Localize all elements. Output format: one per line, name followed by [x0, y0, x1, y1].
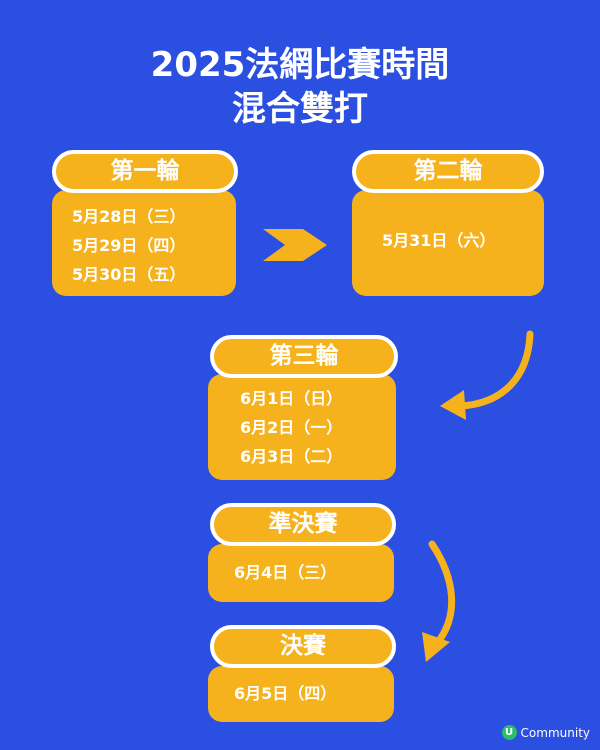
round-2-date-1: 5月31日（六） [382, 231, 496, 250]
round-3-date-1: 6月1日（日） [240, 389, 343, 408]
round-3-dates-box: 6月1日（日） 6月2日（一） 6月3日（二） [208, 374, 396, 480]
semifinal-dates-box: 6月4日（三） [208, 544, 394, 602]
final-date-1: 6月5日（四） [234, 684, 337, 703]
round-1-date-1: 5月28日（三） [72, 207, 186, 226]
round-1-dates-box: 5月28日（三） 5月29日（四） 5月30日（五） [52, 190, 236, 296]
semifinal-date-1: 6月4日（三） [234, 563, 337, 582]
final-label: 決賽 [210, 625, 396, 668]
logo-text: Community [520, 725, 590, 740]
chevron-right-icon [263, 229, 327, 261]
round-2-dates-box: 5月31日（六） [352, 190, 544, 296]
round-1-label: 第一輪 [52, 150, 238, 193]
round-3-date-2: 6月2日（一） [240, 418, 343, 437]
u-logo-icon: U [501, 725, 517, 740]
final-dates-box: 6月5日（四） [208, 666, 394, 722]
poster-subtitle: 混合雙打 [232, 89, 368, 129]
round-2-label: 第二輪 [352, 150, 544, 193]
curved-arrow-down-left-icon [440, 330, 534, 420]
poster-title: 2025法網比賽時間 [150, 45, 450, 85]
round-1-date-2: 5月29日（四） [72, 236, 186, 255]
curved-arrow-down-icon [422, 540, 456, 662]
community-logo: U Community [501, 725, 590, 740]
semifinal-label: 準決賽 [210, 503, 396, 546]
round-1-date-3: 5月30日（五） [72, 265, 186, 284]
round-3-label: 第三輪 [210, 335, 398, 378]
round-3-date-3: 6月3日（二） [240, 447, 343, 466]
